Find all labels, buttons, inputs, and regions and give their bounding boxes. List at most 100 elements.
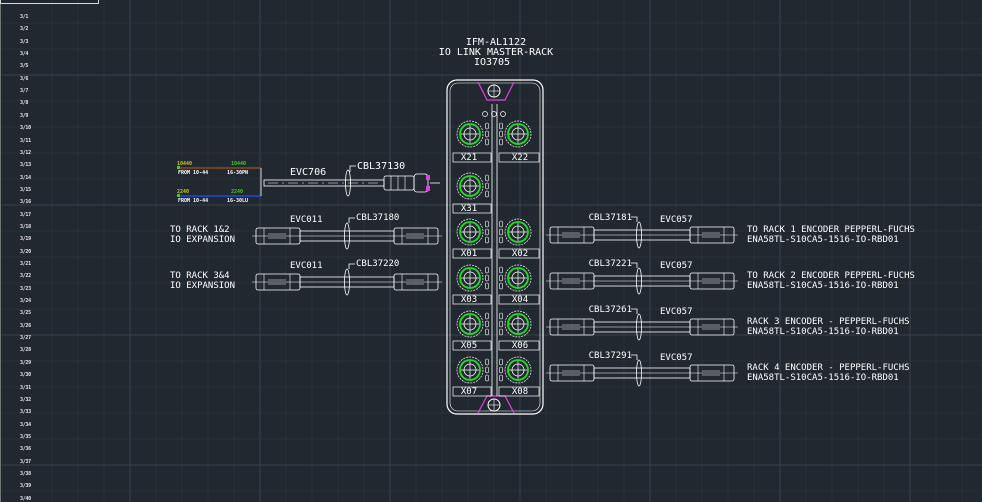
- cable-type-label: EVC057: [660, 307, 693, 317]
- row-label: 3/4: [20, 51, 29, 58]
- row-label: 3/25: [20, 310, 31, 317]
- power-cable-type: EVC706: [290, 167, 326, 178]
- port-label: X08: [512, 387, 528, 397]
- destination-sublabel: ENA58TL-S10CA5-1516-IO-RBD01: [747, 327, 899, 337]
- wire1-from: FROM 10-44: [178, 170, 208, 176]
- led-indicator-icon: [485, 366, 489, 374]
- led-indicator-icon: [499, 282, 503, 290]
- mounting-hole-top-icon: [487, 84, 501, 98]
- row-label: 3/28: [20, 347, 31, 354]
- port-x22[interactable]: X22: [498, 120, 540, 163]
- port-label: X21: [461, 153, 477, 163]
- led-indicator-icon: [485, 358, 489, 366]
- destination-sublabel: ENA58TL-S10CA5-1516-IO-RBD01: [747, 373, 899, 383]
- port-x07[interactable]: X07: [452, 356, 492, 397]
- port-x05[interactable]: X05: [452, 310, 492, 351]
- master-subtitle: IO LINK MASTER-RACK: [439, 47, 553, 58]
- led-indicator-icon: [499, 366, 503, 374]
- led-indicator-icon: [485, 228, 489, 236]
- led-indicator-icon: [499, 122, 503, 130]
- row-label: 3/10: [20, 125, 31, 132]
- row-label: 3/8: [20, 100, 29, 107]
- row-label: 3/35: [20, 433, 31, 440]
- led-indicator-icon: [499, 374, 503, 382]
- led-indicator-icon: [499, 236, 503, 244]
- row-label: 3/9: [20, 112, 29, 119]
- led-indicator-icon: [485, 236, 489, 244]
- port-x08[interactable]: X08: [498, 356, 540, 397]
- row-label: 3/26: [20, 322, 31, 329]
- wire2-label-right: 2240: [231, 189, 243, 195]
- destination-label: RACK 3 ENCODER - PEPPERL-FUCHS: [747, 317, 910, 327]
- row-label: 3/24: [20, 298, 31, 305]
- port-label: X03: [461, 295, 477, 305]
- destination-label: TO RACK 2 ENCODER PEPPERL-FUCHS: [747, 271, 915, 281]
- row-label: 3/40: [20, 495, 31, 502]
- destination-sublabel: ENA58TL-S10CA5-1516-IO-RBD01: [747, 281, 899, 291]
- wire2-from: FROM 10-44: [178, 198, 208, 204]
- led-indicator-icon: [485, 282, 489, 290]
- port-x02[interactable]: X02: [498, 218, 540, 259]
- row-label: 3/7: [20, 88, 29, 95]
- master-title: IFM-AL1122: [466, 37, 526, 48]
- row-label: 3/3: [20, 38, 29, 45]
- cable-type-label: EVC057: [660, 261, 693, 271]
- led-indicator-icon: [499, 320, 503, 328]
- destination-sublabel: ENA58TL-S10CA5-1516-IO-RBD01: [747, 235, 899, 245]
- wire1-label-left: 10440: [177, 161, 192, 167]
- row-label: 3/6: [20, 75, 29, 82]
- cable-type-label: EVC057: [660, 215, 693, 225]
- row-label: 3/21: [20, 261, 31, 267]
- row-label: 3/19: [20, 236, 31, 243]
- led-indicator-icon: [485, 274, 489, 282]
- port-label: X02: [512, 249, 528, 259]
- port-x31[interactable]: X31: [452, 172, 492, 214]
- power-cable-id: CBL37130: [357, 161, 405, 172]
- row-label: 3/20: [20, 248, 31, 255]
- led-indicator-icon: [499, 328, 503, 336]
- led-indicator-icon: [485, 138, 489, 146]
- led-indicator-icon: [485, 182, 489, 190]
- destination-label: TO RACK 1 ENCODER PEPPERL-FUCHS: [747, 225, 915, 235]
- led-indicator-icon: [499, 312, 503, 320]
- port-x21[interactable]: X21: [452, 120, 492, 163]
- mounting-hole-bottom-icon: [487, 398, 501, 412]
- port-x04[interactable]: X04: [498, 264, 540, 305]
- port-x03[interactable]: X03: [452, 264, 492, 305]
- row-label: 3/17: [20, 211, 31, 218]
- power-connector-icon: [383, 173, 440, 193]
- port-x06[interactable]: X06: [498, 310, 540, 351]
- wire1-label-right: 10440: [231, 161, 246, 167]
- port-label: X04: [512, 295, 528, 305]
- row-label: 3/39: [20, 483, 31, 490]
- row-label: 3/5: [20, 63, 29, 70]
- row-label: 3/31: [20, 384, 31, 391]
- destination-sublabel: IO EXPANSION: [170, 235, 235, 245]
- row-label: 3/33: [20, 409, 31, 416]
- destination-label: TO RACK 3&4: [170, 271, 230, 281]
- led-indicator-icon: [499, 130, 503, 138]
- wire1-to: 16-30PN: [227, 170, 248, 176]
- title-frame: [0, 0, 99, 4]
- port-x01[interactable]: X01: [452, 218, 492, 259]
- destination-label: RACK 4 ENCODER - PEPPERL-FUCHS: [747, 363, 910, 373]
- led-indicator-icon: [485, 220, 489, 228]
- cable-type-label: EVC057: [660, 353, 693, 363]
- led-indicator-icon: [485, 174, 489, 182]
- port-label: X05: [461, 341, 477, 351]
- row-label: 3/13: [20, 162, 31, 169]
- cable-id-label: CBL37261: [589, 305, 632, 315]
- power-feed[interactable]: 10440 10440 FROM 10-44 16-30PN 2240 2240…: [177, 161, 440, 204]
- port-label: X22: [512, 153, 528, 163]
- led-indicator-icon: [485, 312, 489, 320]
- destination-sublabel: IO EXPANSION: [170, 281, 235, 291]
